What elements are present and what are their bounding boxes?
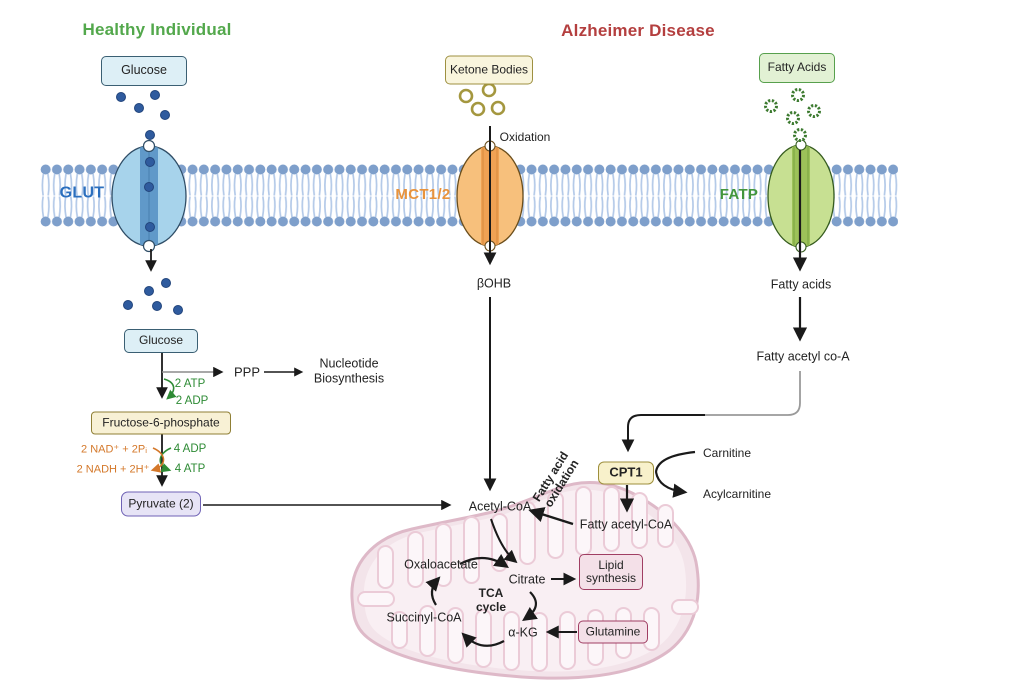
pyruvate-box: Pyruvate (2): [121, 491, 201, 517]
fatp-label: FATP: [719, 186, 759, 204]
fatty-acids-box: Fatty Acids: [759, 53, 835, 83]
adp-in-label: 4 ADP: [173, 443, 207, 456]
fructose-6-phosphate-box: Fructose-6-phosphate: [91, 411, 231, 435]
title-alzheimer: Alzheimer Disease: [561, 20, 715, 40]
succinyl-coa-label: Succinyl-CoA: [386, 610, 462, 625]
glucose-intracellular-box: Glucose: [124, 329, 198, 353]
atp-in-label: 2 ATP: [174, 378, 206, 391]
lipid-synthesis-box: Lipid synthesis: [579, 554, 643, 590]
fatty-acids-cytosol-label: Fatty acids: [770, 277, 832, 292]
glucose-extracellular-box: Glucose: [101, 56, 187, 86]
cofactor-arrows: [150, 378, 177, 473]
nucleotide-biosynthesis-label: Nucleotide Biosynthesis: [313, 356, 385, 385]
cpt1-box: CPT1: [598, 461, 654, 485]
cristae: [357, 486, 699, 672]
adp-out-label: 2 ADP: [175, 395, 209, 408]
acylcarnitine-label: Acylcarnitine: [702, 486, 772, 501]
atp-out-label: 4 ATP: [174, 463, 206, 476]
oxidation-label: Oxidation: [499, 129, 551, 144]
mct-label: MCT1/2: [395, 186, 451, 204]
bohb-label: βOHB: [476, 276, 512, 291]
nad-in-label: 2 NAD⁺ + 2Pᵢ: [81, 443, 147, 456]
fatty-acid-molecules: [764, 88, 821, 142]
glut-transporter: [111, 139, 187, 253]
acetyl-coa-label: Acetyl-CoA: [468, 499, 532, 514]
ppp-label: PPP: [233, 364, 261, 380]
glutamine-box: Glutamine: [578, 620, 648, 644]
fatty-acetyl-coa-mito-label: Fatty acetyl-CoA: [579, 517, 673, 532]
citrate-label: Citrate: [508, 572, 546, 587]
nadh-out-label: 2 NADH + 2H⁺: [76, 463, 150, 476]
glucose-molecules: [116, 90, 183, 315]
glut-label: GLUT: [59, 184, 105, 202]
fatty-acetyl-co-a-label: Fatty acetyl co-A: [756, 349, 850, 364]
title-healthy: Healthy Individual: [82, 19, 232, 39]
ketone-molecules: [458, 82, 506, 117]
oxaloacetate-label: Oxaloacetate: [404, 557, 478, 572]
alpha-kg-label: α-KG: [508, 625, 538, 640]
tca-cycle-label: TCA cycle: [475, 585, 507, 614]
ketone-bodies-box: Ketone Bodies: [445, 55, 533, 85]
pathway-arrows: [145, 126, 808, 648]
carnitine-label: Carnitine: [702, 445, 752, 460]
